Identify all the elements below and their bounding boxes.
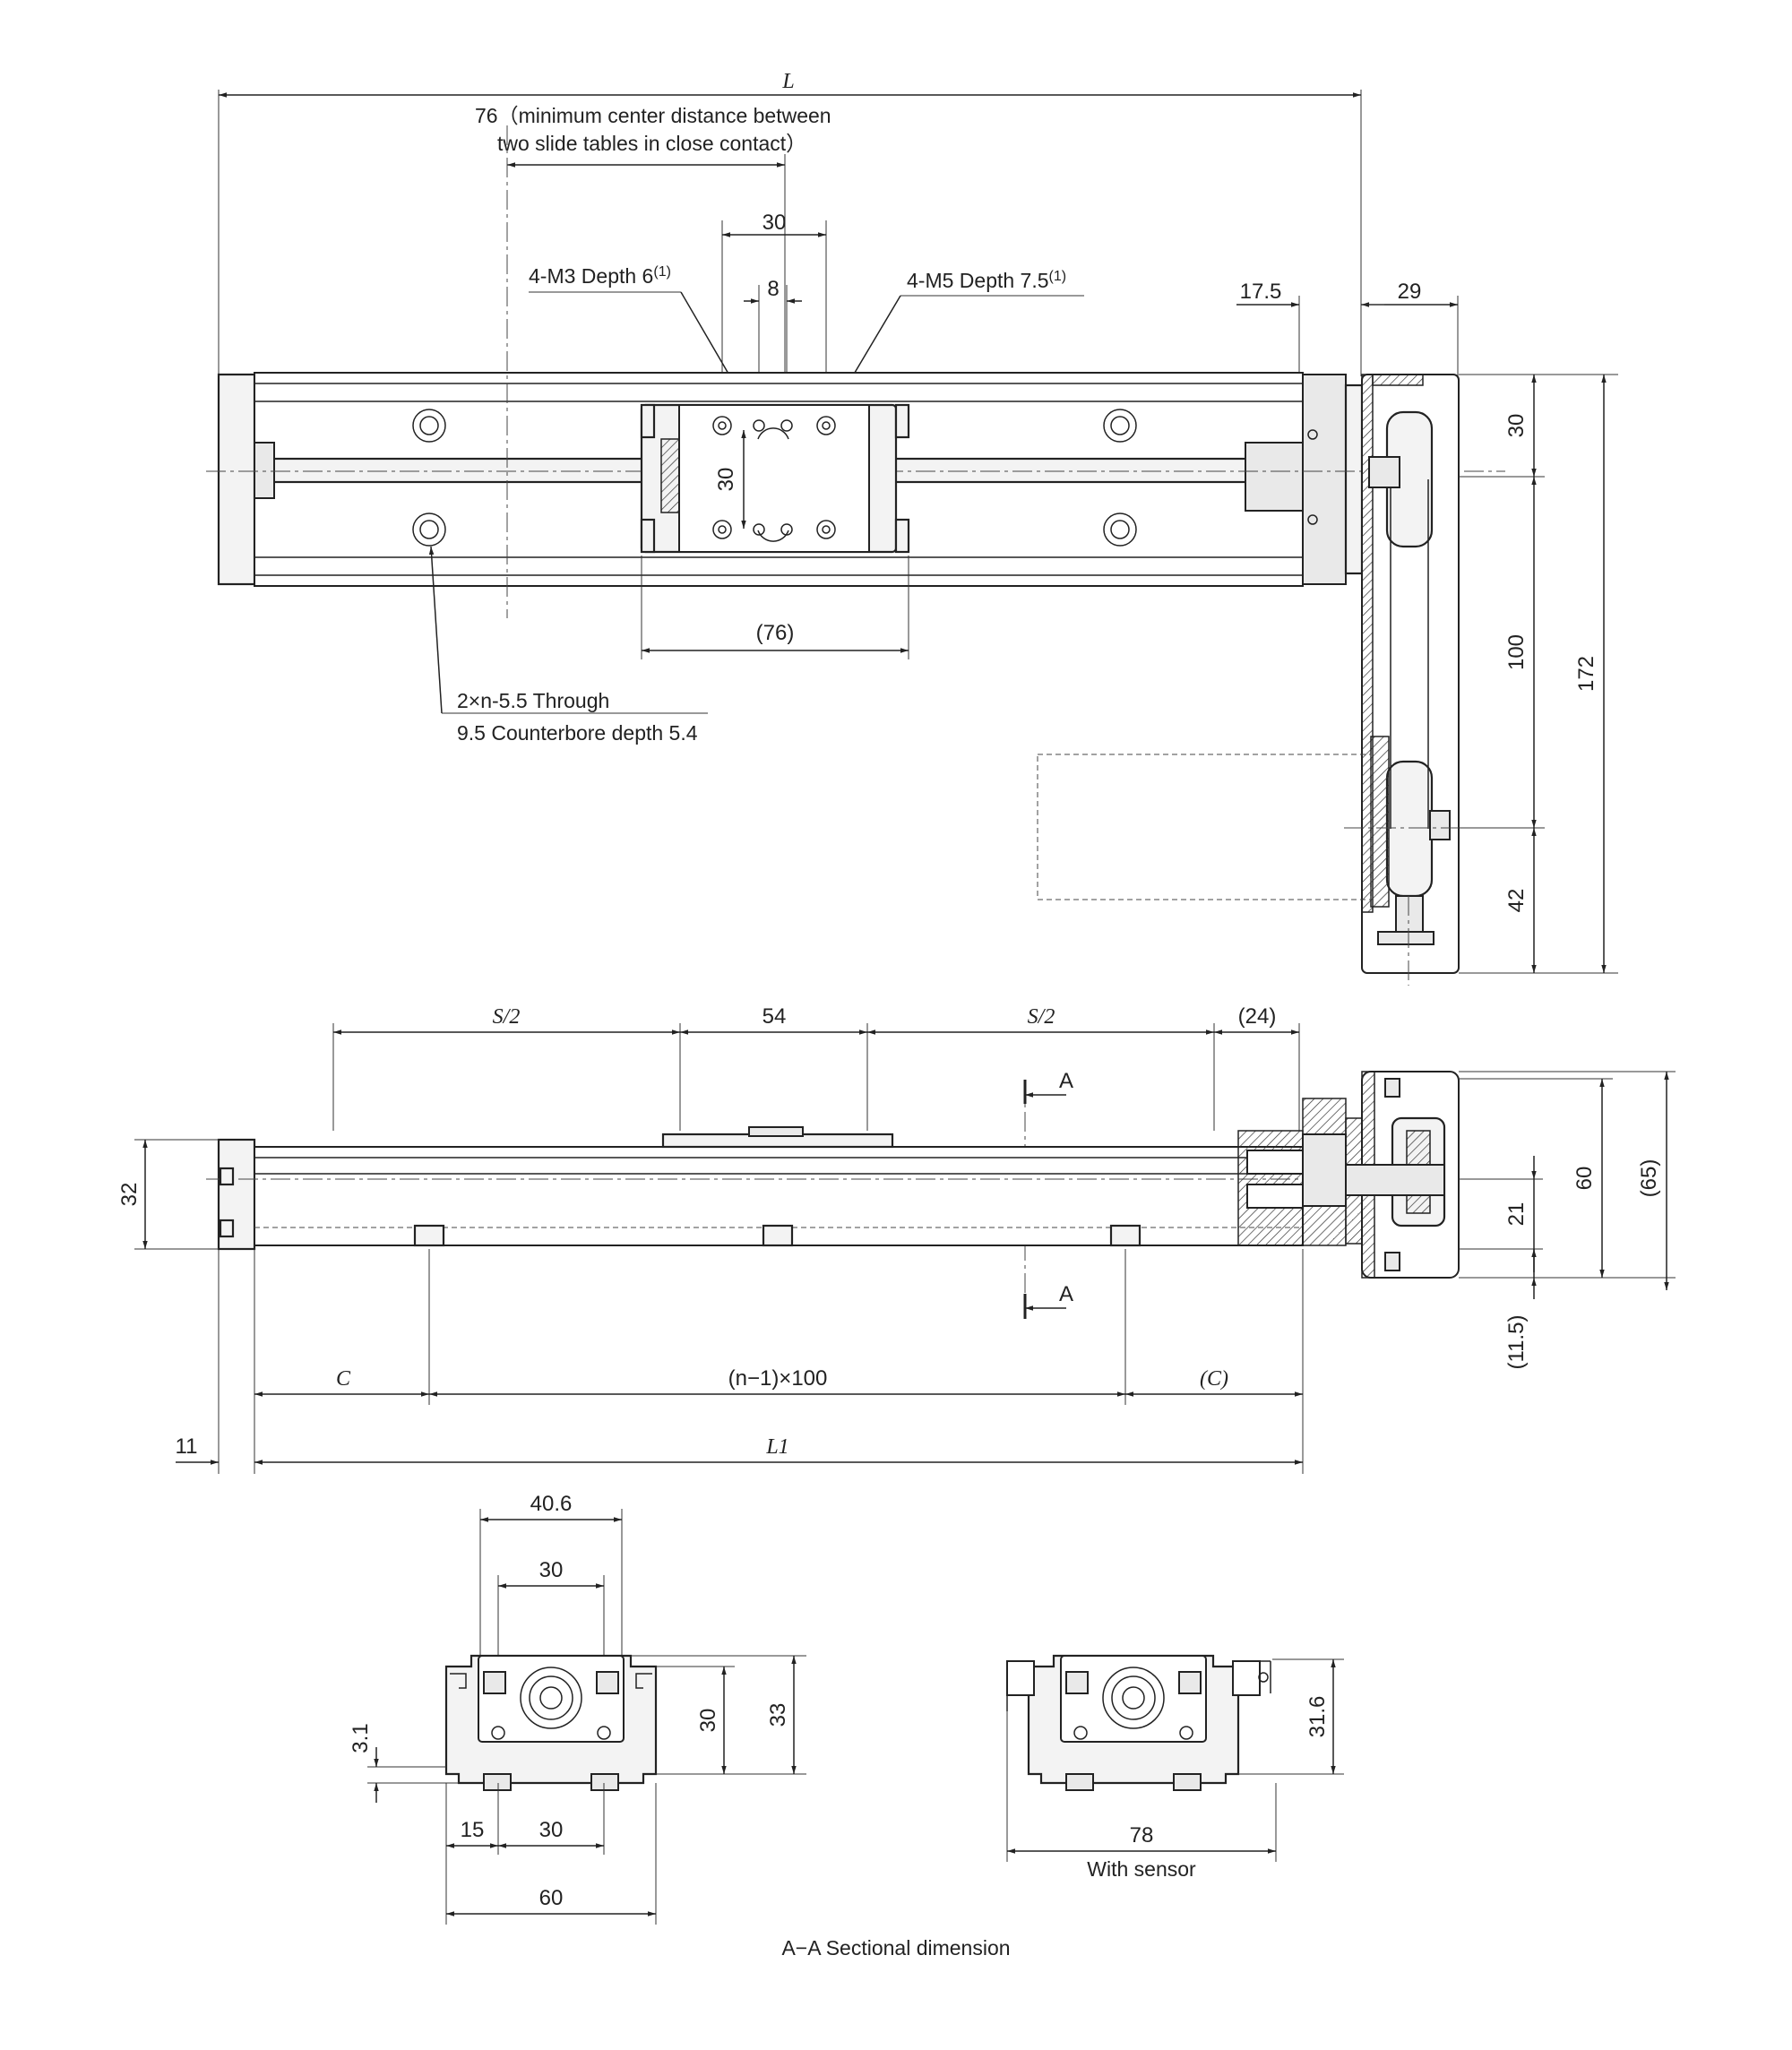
leader-holes <box>428 546 443 714</box>
dim-11-5: (11.5) <box>1504 1315 1529 1370</box>
dim-8: 8 <box>767 277 779 301</box>
dim-c: C <box>336 1367 351 1391</box>
dim-65: (65) <box>1637 1159 1661 1198</box>
dim-30-vert-table: 30 <box>714 468 738 492</box>
end-block-right <box>1302 374 1347 585</box>
dim-pitch: (n−1)×100 <box>728 1366 828 1391</box>
dim-42-right: 42 <box>1504 889 1529 913</box>
dim-100-right: 100 <box>1504 634 1529 670</box>
label-with-sensor: With sensor <box>1087 1857 1196 1881</box>
base-bolts-side <box>413 1224 1142 1247</box>
sensor-left <box>1006 1660 1035 1696</box>
dim-15: 15 <box>461 1818 485 1842</box>
dim-60-side: 60 <box>1572 1167 1597 1191</box>
dim-30-bottom: 30 <box>539 1818 564 1842</box>
dim-17-5: 17.5 <box>1240 280 1282 304</box>
slide-table <box>678 404 870 553</box>
dim-c-paren: (C) <box>1200 1367 1228 1391</box>
callout-m5: 4-M5 Depth 7.5(1) <box>907 269 1066 292</box>
dim-3-1: 3.1 <box>349 1723 373 1753</box>
dim-33: 33 <box>766 1703 790 1727</box>
dim-s2-right: S/2 <box>1028 1005 1055 1029</box>
dim-54: 54 <box>762 1004 787 1029</box>
section-view: 40.6 30 3.1 30 33 <box>349 1492 1344 1960</box>
callout-holes-line2: 9.5 Counterbore depth 5.4 <box>457 721 698 745</box>
dim-78: 78 <box>1130 1823 1154 1848</box>
end-cap-left <box>217 373 256 586</box>
dim-L-label: L <box>781 70 794 93</box>
top-view: L 76（minimum center distance between two… <box>206 70 1618 986</box>
note-76-line1: 76（minimum center distance between <box>475 104 831 127</box>
dim-30-right: 30 <box>1504 414 1529 438</box>
pulley-bottom <box>1385 760 1434 898</box>
dim-29: 29 <box>1398 280 1422 304</box>
dim-31-6: 31.6 <box>1305 1696 1330 1738</box>
dim-21: 21 <box>1504 1202 1529 1227</box>
section-label-a-bottom: A <box>1059 1282 1073 1306</box>
callout-m3: 4-M3 Depth 6(1) <box>529 264 671 288</box>
base-counterbore-holes <box>412 409 1318 547</box>
dim-32: 32 <box>117 1183 142 1207</box>
dim-60-section: 60 <box>539 1886 564 1910</box>
dim-s2-left: S/2 <box>493 1005 521 1029</box>
dim-30-top: 30 <box>539 1558 564 1582</box>
sensor-right <box>1232 1660 1261 1696</box>
section-label-a-top: A <box>1059 1069 1073 1093</box>
dim-L1: L1 <box>765 1435 788 1459</box>
table-holes <box>712 416 836 539</box>
note-76-line2: two slide tables in close contact） <box>497 132 806 155</box>
dim-40-6: 40.6 <box>530 1492 573 1516</box>
side-view: S/2 54 S/2 (24) A A <box>117 1004 1676 1474</box>
dim-24: (24) <box>1238 1004 1277 1029</box>
section-caption: A−A Sectional dimension <box>781 1936 1010 1960</box>
dim-76-paren: (76) <box>756 621 795 645</box>
dim-11: 11 <box>176 1434 198 1459</box>
dim-172-right: 172 <box>1574 656 1598 692</box>
motor-outline <box>1037 754 1372 900</box>
dim-30-vert: 30 <box>696 1709 720 1733</box>
dim-30-table: 30 <box>762 211 787 235</box>
callout-holes-line1: 2×n-5.5 Through <box>457 689 609 712</box>
